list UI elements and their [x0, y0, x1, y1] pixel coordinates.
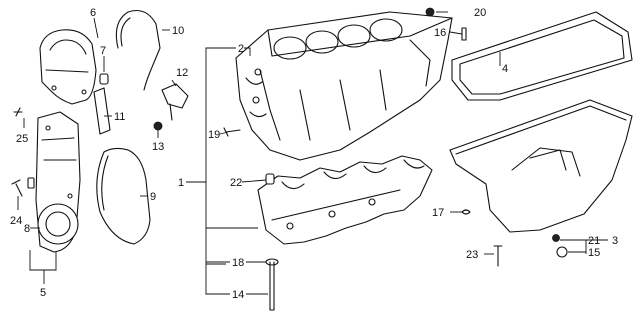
oil-pan-gasket — [451, 11, 633, 101]
callout-5: 5 — [40, 287, 46, 299]
callout-22: 22 — [230, 177, 242, 189]
callout-24: 24 — [10, 215, 22, 227]
cover-seal-strip — [115, 9, 161, 91]
callout-12: 12 — [176, 67, 188, 79]
callout-14: 14 — [232, 289, 244, 301]
main-bearing-bridge — [257, 155, 433, 245]
callout-2: 2 — [238, 43, 244, 55]
callout-18: 18 — [232, 257, 244, 269]
callout-13: 13 — [152, 141, 164, 153]
callout-19: 19 — [208, 129, 220, 141]
small-parts — [11, 73, 189, 197]
oil-pan — [449, 99, 633, 242]
callout-1: 1 — [178, 177, 184, 189]
callout-10: 10 — [172, 25, 184, 37]
callout-21: 21 — [588, 235, 600, 247]
drain-and-bolt-parts — [425, 7, 568, 267]
callout-15: 15 — [588, 247, 600, 259]
callout-7: 7 — [100, 45, 106, 57]
callout-labels: 6 7 10 12 11 13 9 25 24 8 5 2 1 19 22 18… — [10, 7, 618, 301]
callout-17: 17 — [432, 207, 444, 219]
callout-6: 6 — [90, 7, 96, 19]
cylinder-block — [235, 11, 453, 161]
callout-25: 25 — [16, 133, 28, 145]
callout-8: 8 — [24, 223, 30, 235]
timing-belt — [96, 147, 151, 245]
callout-23: 23 — [466, 249, 478, 261]
callout-11: 11 — [114, 111, 125, 123]
leader-lines — [17, 11, 608, 295]
callout-9: 9 — [150, 191, 156, 203]
callout-16: 16 — [434, 27, 446, 39]
lower-timing-cover — [35, 111, 81, 253]
callout-3: 3 — [612, 235, 618, 247]
callout-20: 20 — [474, 7, 486, 19]
block-bolts — [223, 127, 279, 311]
upper-timing-cover — [39, 29, 97, 105]
callout-4: 4 — [502, 63, 508, 75]
